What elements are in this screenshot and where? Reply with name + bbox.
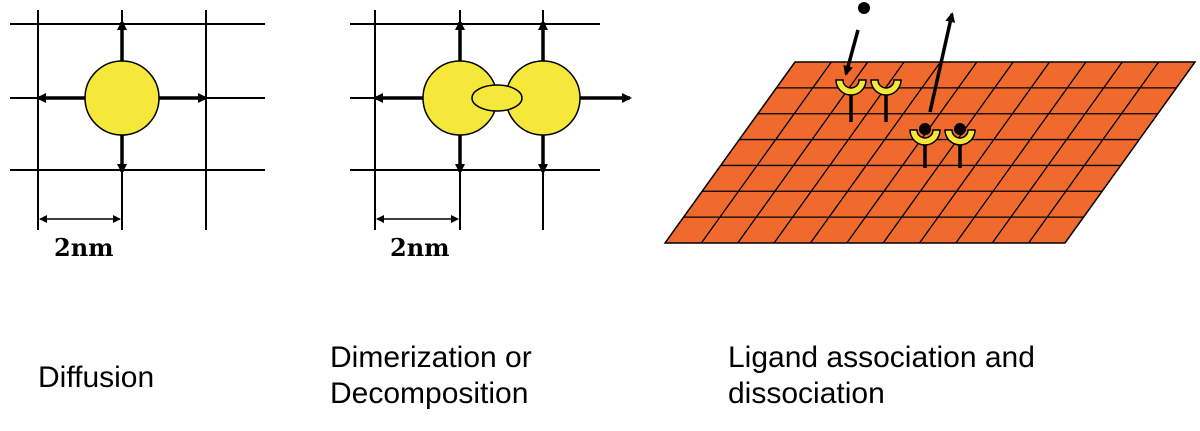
dimerization-panel: 2nm	[350, 10, 632, 262]
particle-circle	[84, 60, 160, 136]
receptor-cup	[870, 79, 902, 122]
bond-ellipse	[471, 84, 523, 112]
receptor-cup-bound	[944, 123, 976, 168]
scale-label: 2nm	[54, 233, 114, 262]
receptor-cup-bound	[909, 123, 941, 168]
ligand-panel	[663, 2, 1197, 244]
scale-label: 2nm	[390, 233, 450, 262]
ligand-receptors	[835, 79, 976, 168]
surface-grid	[663, 61, 1197, 244]
diffusion-arrows	[36, 20, 208, 174]
ligand-dot	[858, 2, 870, 14]
caption-dimerization: Dimerization or Decomposition	[330, 341, 532, 410]
caption-ligand: Ligand association and dissociation	[728, 341, 1035, 410]
association-arrow	[843, 29, 860, 76]
dimerization-arrows	[373, 20, 632, 174]
diffusion-panel: 2nm	[10, 10, 265, 262]
caption-diffusion: Diffusion	[38, 361, 155, 394]
receptor-cup	[835, 79, 867, 122]
dissociation-arrow	[928, 12, 956, 113]
